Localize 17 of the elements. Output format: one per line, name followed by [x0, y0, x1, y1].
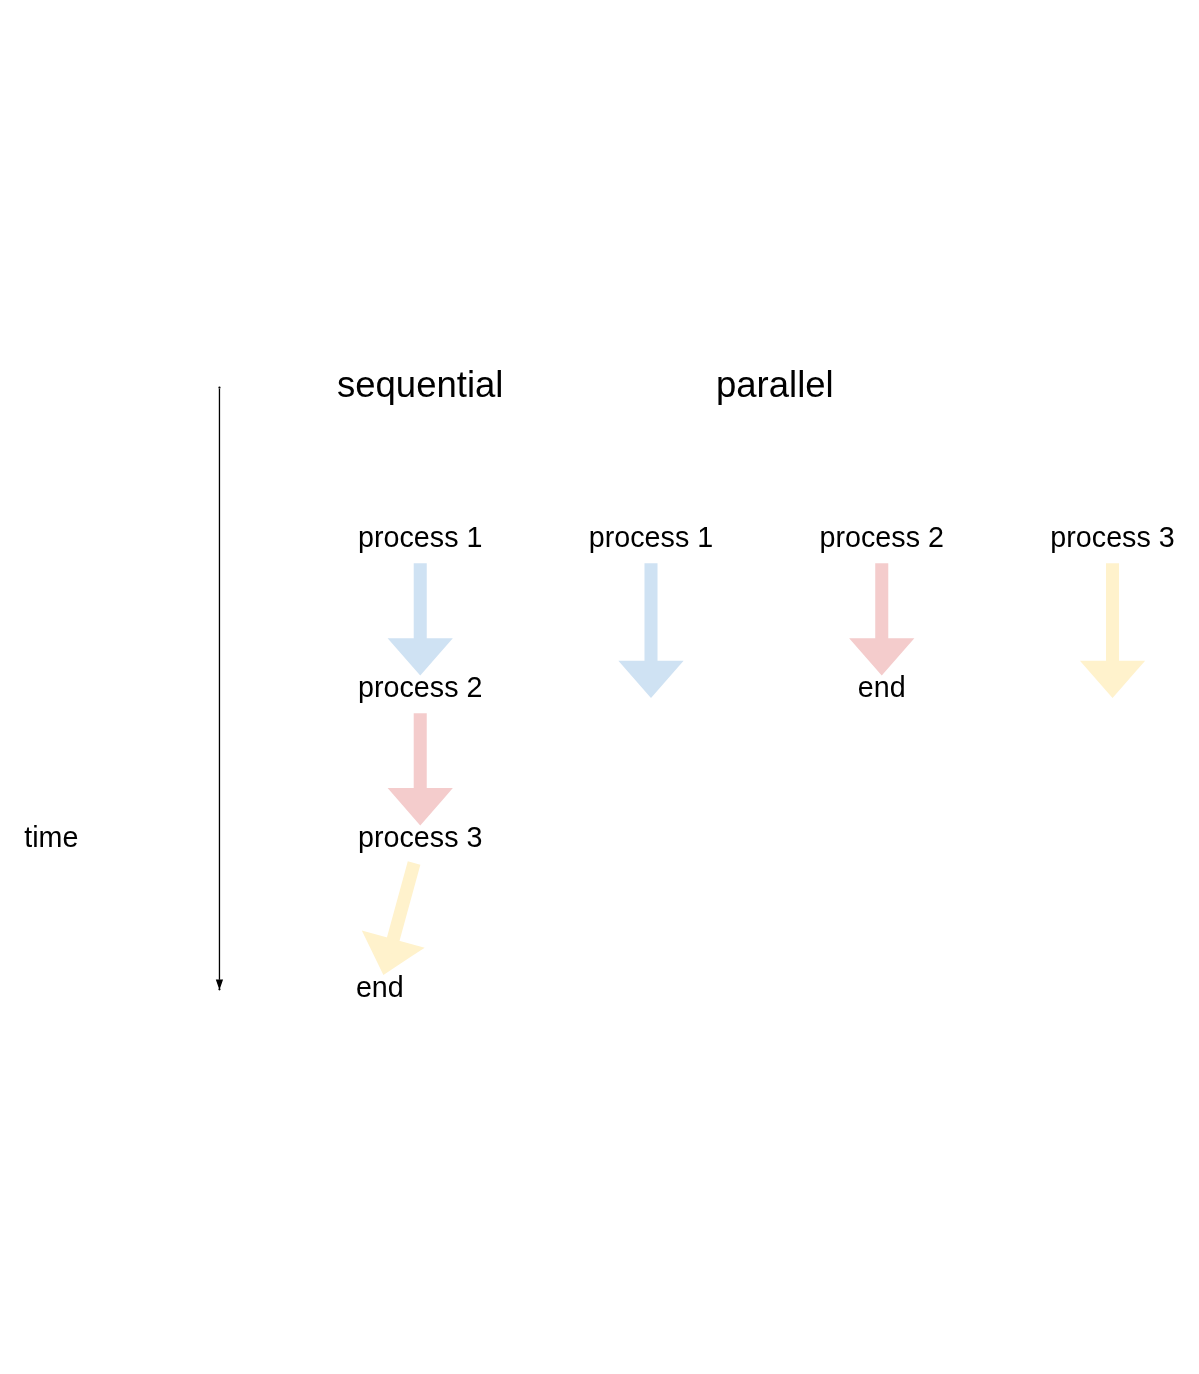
arrow [387, 562, 453, 675]
label: time [24, 820, 79, 853]
node-text: process 3 [358, 820, 483, 853]
node-text: process 3 [1050, 520, 1175, 553]
label: sequential [337, 363, 504, 405]
node-text: process 1 [588, 520, 714, 553]
node-text: process 2 [358, 670, 483, 703]
arrow [849, 562, 915, 675]
node-text: process 2 [819, 520, 944, 553]
node-text: process 1 [358, 520, 483, 553]
arrow [361, 860, 425, 975]
node-text: end [355, 970, 404, 1003]
label: parallel [716, 363, 834, 405]
arrow [387, 712, 453, 825]
arrow [618, 562, 684, 698]
arrow [1079, 562, 1146, 698]
node-text: end [857, 670, 906, 703]
